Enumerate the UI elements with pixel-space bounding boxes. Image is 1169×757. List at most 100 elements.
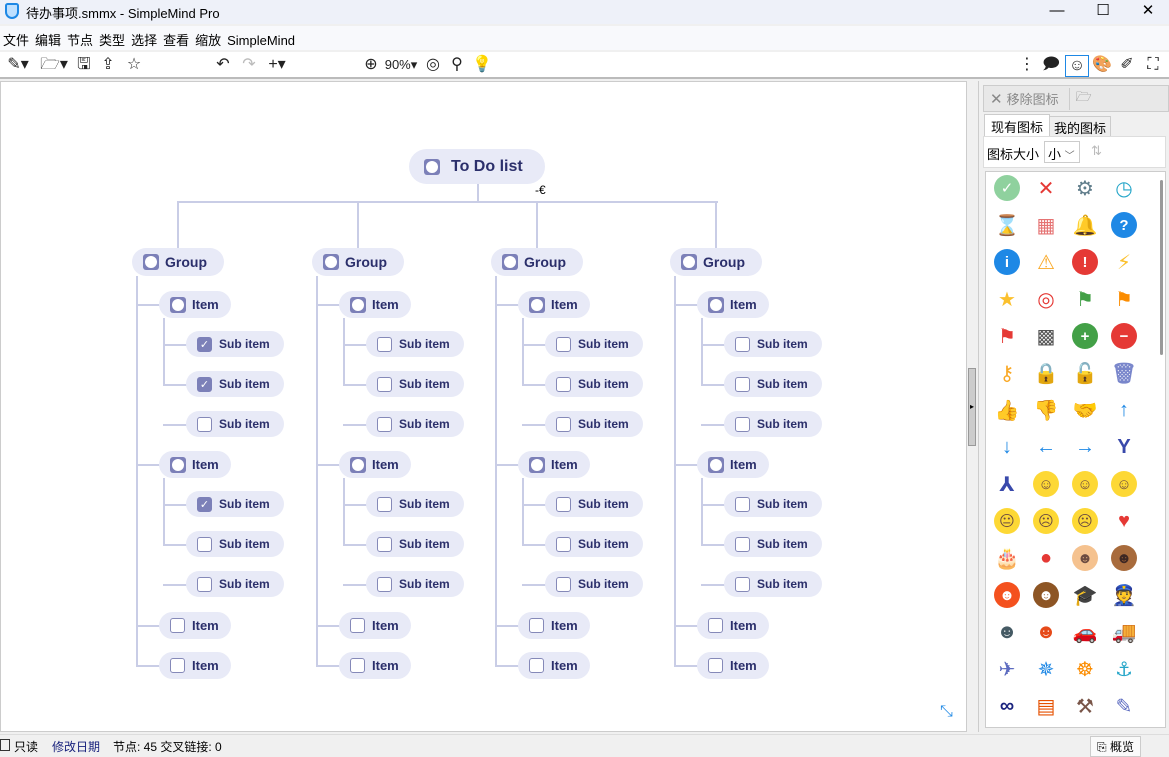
checkbox-icon[interactable]: ✓ <box>197 336 212 352</box>
item-node[interactable]: Item <box>159 652 231 679</box>
sub-item-node[interactable]: Sub item <box>545 531 643 557</box>
checkbox-icon[interactable] <box>170 658 185 673</box>
checkbox-icon[interactable] <box>197 576 212 592</box>
item-node[interactable]: Item <box>518 451 590 478</box>
star-icon[interactable]: ★ <box>994 286 1020 312</box>
gear-icon[interactable]: ⚙ <box>1072 175 1098 201</box>
remove-icon-button[interactable]: ✕移除图标🗁 <box>983 85 1169 112</box>
menu-simplemind[interactable]: SimpleMind <box>227 33 296 48</box>
checkbox-icon[interactable] <box>350 618 365 633</box>
sub-item-node[interactable]: ✓Sub item <box>186 331 284 357</box>
add-node-icon[interactable]: +▾ <box>268 56 286 73</box>
truck-icon[interactable]: 🚚 <box>1111 619 1137 645</box>
tab-my-icons[interactable]: 我的图标 <box>1049 116 1112 139</box>
info-icon[interactable]: i <box>994 249 1020 275</box>
palette-icon[interactable]: 🎨 <box>1092 56 1112 73</box>
checkbox-icon[interactable] <box>735 416 750 432</box>
cross-icon[interactable]: ✕ <box>1033 175 1059 201</box>
panel-splitter[interactable]: ▸ <box>967 81 978 732</box>
sub-item-node[interactable]: Sub item <box>186 531 284 557</box>
fit-screen-icon[interactable]: ⤡ <box>940 703 953 720</box>
police-officer-icon[interactable]: 👮 <box>1111 582 1137 608</box>
woman-red-hair-icon[interactable]: ☻ <box>994 582 1020 608</box>
menu-view[interactable]: 查看 <box>163 33 190 48</box>
menu-zoom[interactable]: 缩放 <box>195 33 222 48</box>
checkbox-icon[interactable] <box>377 576 392 592</box>
checkbox-icon[interactable] <box>708 618 723 633</box>
checkbox-icon[interactable] <box>377 376 392 392</box>
thumbs-down-icon[interactable]: 👎 <box>1033 397 1059 423</box>
sub-item-node[interactable]: Sub item <box>366 571 464 597</box>
checkbox-icon[interactable] <box>735 496 750 512</box>
trash-icon[interactable]: 🗑 <box>1111 360 1137 386</box>
progress-icon[interactable] <box>323 254 339 270</box>
businessman-icon[interactable]: ☻ <box>994 619 1020 645</box>
redo-icon[interactable]: ↷ <box>242 56 256 73</box>
binoculars-icon[interactable]: ∞ <box>994 693 1020 719</box>
item-node[interactable]: Item <box>339 652 411 679</box>
checkbox-icon[interactable] <box>170 618 185 633</box>
checkbox-icon[interactable] <box>377 536 392 552</box>
checkbox-icon[interactable] <box>735 376 750 392</box>
flag-orange-icon[interactable]: ⚑ <box>1111 286 1137 312</box>
flag-green-icon[interactable]: ⚑ <box>1072 286 1098 312</box>
icon-grid-scrollbar[interactable] <box>1160 180 1163 355</box>
item-node[interactable]: Item <box>697 451 769 478</box>
compass-icon[interactable]: ✵ <box>1033 656 1059 682</box>
sub-item-node[interactable]: Sub item <box>366 331 464 357</box>
checkbox-icon[interactable] <box>556 496 571 512</box>
lightbulb-icon[interactable]: 💡 <box>472 56 492 73</box>
overview-button[interactable]: ⎘ 概览 <box>1090 736 1141 757</box>
boy-dark-icon[interactable]: ☻ <box>1111 545 1137 571</box>
progress-icon[interactable] <box>424 158 440 175</box>
item-node[interactable]: Item <box>339 612 411 639</box>
worker-icon[interactable]: ☻ <box>1033 619 1059 645</box>
maximize-button[interactable]: ☐ <box>1096 2 1110 19</box>
unlock-icon[interactable]: 🔓 <box>1072 360 1098 386</box>
checkbox-icon[interactable] <box>197 416 212 432</box>
checkbox-icon[interactable]: ✓ <box>197 376 212 392</box>
favorite-star-icon[interactable]: ☆ <box>126 56 142 73</box>
item-node[interactable]: Item <box>518 652 590 679</box>
undo-icon[interactable]: ↶ <box>216 56 230 73</box>
folder-icon[interactable]: 🗁 <box>1068 87 1092 110</box>
checkbox-icon[interactable] <box>377 496 392 512</box>
checkbox-icon[interactable] <box>556 536 571 552</box>
readonly-checkbox[interactable] <box>0 739 10 751</box>
checkbox-icon[interactable] <box>735 336 750 352</box>
sub-item-node[interactable]: Sub item <box>724 411 822 437</box>
cake-icon[interactable]: 🎂 <box>994 545 1020 571</box>
outline-icon[interactable]: ⋮ <box>1019 56 1035 73</box>
menu-select[interactable]: 选择 <box>131 33 158 48</box>
checkbox-icon[interactable] <box>556 416 571 432</box>
checkbox-icon[interactable] <box>735 536 750 552</box>
progress-icon[interactable] <box>170 296 186 313</box>
new-icon[interactable]: ✎▾ <box>7 56 29 73</box>
arrow-up-icon[interactable]: ↑ <box>1111 397 1137 423</box>
progress-icon[interactable] <box>170 456 186 473</box>
notes-icon[interactable]: 🗩 <box>1042 56 1060 73</box>
close-button[interactable]: ✕ <box>1141 2 1155 19</box>
presentation-icon[interactable]: ⛶ <box>1147 56 1159 73</box>
item-node[interactable]: Item <box>697 612 769 639</box>
sort-icon[interactable]: ⇅ <box>1091 143 1102 158</box>
style-brush-icon[interactable]: ✐ <box>1120 56 1134 73</box>
flag-red-icon[interactable]: ⚑ <box>994 323 1020 349</box>
sub-item-node[interactable]: Sub item <box>545 491 643 517</box>
grin-icon[interactable]: ☺ <box>1072 471 1098 497</box>
question-icon[interactable]: ? <box>1111 212 1137 238</box>
arrow-right-icon[interactable]: → <box>1072 434 1098 460</box>
sub-item-node[interactable]: Sub item <box>545 571 643 597</box>
bricks-icon[interactable]: ▤ <box>1033 693 1059 719</box>
fork-icon[interactable]: Y <box>1111 434 1137 460</box>
lightning-icon[interactable]: ⚡ <box>1111 249 1137 275</box>
handshake-icon[interactable]: 🤝 <box>1072 397 1098 423</box>
check-icon[interactable]: ✓ <box>994 175 1020 201</box>
tab-existing-icons[interactable]: 现有图标 <box>984 114 1051 138</box>
checkbox-icon[interactable] <box>735 576 750 592</box>
checkbox-icon[interactable] <box>377 416 392 432</box>
minimize-button[interactable]: — <box>1049 2 1065 19</box>
progress-icon[interactable] <box>529 296 545 313</box>
wink-icon[interactable]: ☺ <box>1111 471 1137 497</box>
